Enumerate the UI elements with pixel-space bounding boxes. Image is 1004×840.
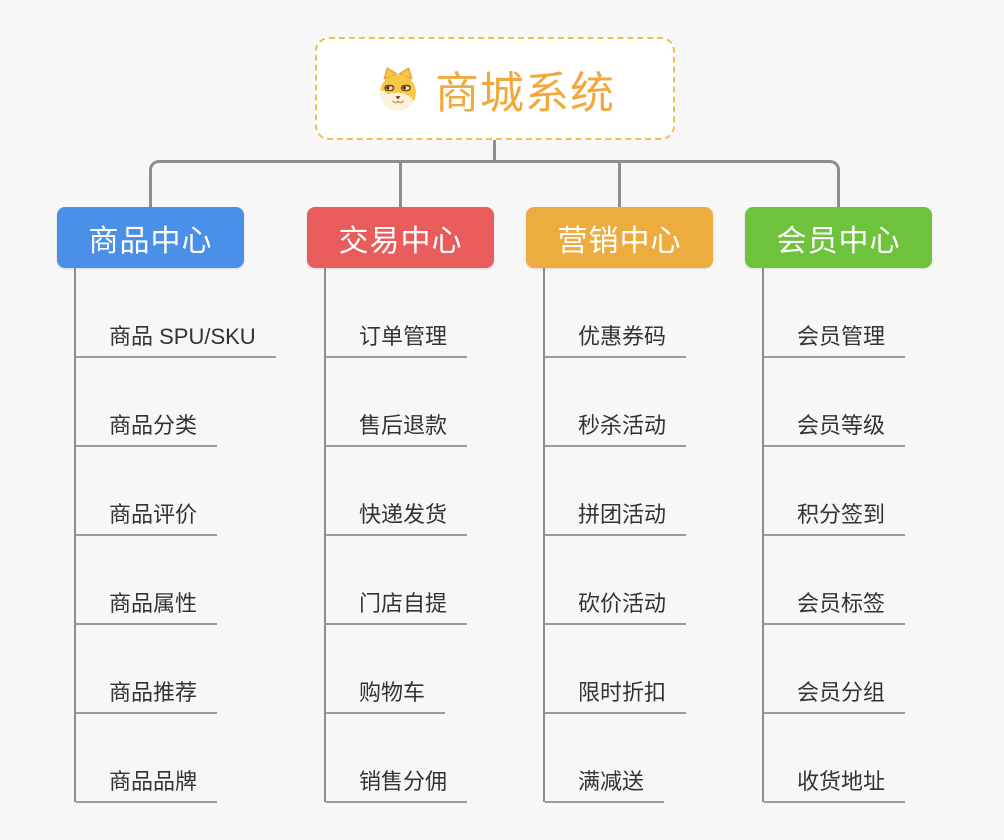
leaf-item[interactable]: 订单管理 (326, 322, 468, 358)
leaf-item[interactable]: 售后退款 (326, 411, 468, 447)
leaf-item[interactable]: 积分签到 (764, 500, 906, 536)
leaf-item[interactable]: 商品品牌 (76, 767, 218, 803)
leaf-item[interactable]: 会员标签 (764, 589, 906, 625)
branch-label: 会员中心 (776, 224, 901, 258)
connector-drop-marketing (618, 160, 621, 207)
leaf-item[interactable]: 购物车 (326, 678, 446, 714)
branch-node-marketing[interactable]: 营销中心 (526, 207, 713, 268)
branch-column-trade: 订单管理售后退款快递发货门店自提购物车销售分佣 (324, 268, 584, 803)
leaf-item[interactable]: 限时折扣 (545, 678, 687, 714)
root-node-mall-system[interactable]: 商城系统 (315, 37, 675, 140)
branch-column-member: 会员管理会员等级积分签到会员标签会员分组收货地址 (762, 268, 1004, 803)
leaf-item[interactable]: 快递发货 (326, 500, 468, 536)
branch-column-marketing: 优惠券码秒杀活动拼团活动砍价活动限时折扣满减送 (543, 268, 803, 803)
leaf-item[interactable]: 收货地址 (764, 767, 906, 803)
leaf-item[interactable]: 销售分佣 (326, 767, 468, 803)
branch-label: 营销中心 (557, 224, 682, 258)
root-title: 商城系统 (435, 68, 615, 118)
branch-label: 交易中心 (338, 224, 463, 258)
leaf-item[interactable]: 满减送 (545, 767, 665, 803)
leaf-item[interactable]: 商品属性 (76, 589, 218, 625)
leaf-item[interactable]: 会员等级 (764, 411, 906, 447)
branch-node-trade[interactable]: 交易中心 (307, 207, 494, 268)
branch-label: 商品中心 (88, 224, 213, 258)
leaf-item[interactable]: 砍价活动 (545, 589, 687, 625)
root-connector-stem (493, 140, 496, 163)
dog-face-icon (375, 66, 421, 112)
branch-connector-bracket (149, 160, 840, 210)
branch-node-member[interactable]: 会员中心 (745, 207, 932, 268)
leaf-item[interactable]: 优惠券码 (545, 322, 687, 358)
leaf-item[interactable]: 商品 SPU/SKU (76, 322, 276, 358)
leaf-item[interactable]: 商品推荐 (76, 678, 218, 714)
leaf-item[interactable]: 门店自提 (326, 589, 468, 625)
leaf-item[interactable]: 商品评价 (76, 500, 218, 536)
leaf-item[interactable]: 拼团活动 (545, 500, 687, 536)
leaf-item[interactable]: 会员管理 (764, 322, 906, 358)
leaf-item[interactable]: 商品分类 (76, 411, 218, 447)
branch-node-product[interactable]: 商品中心 (57, 207, 244, 268)
leaf-item[interactable]: 秒杀活动 (545, 411, 687, 447)
leaf-item[interactable]: 会员分组 (764, 678, 906, 714)
connector-drop-trade (399, 160, 402, 207)
branch-column-product: 商品 SPU/SKU 商品分类商品评价商品属性商品推荐商品品牌 (74, 268, 334, 803)
